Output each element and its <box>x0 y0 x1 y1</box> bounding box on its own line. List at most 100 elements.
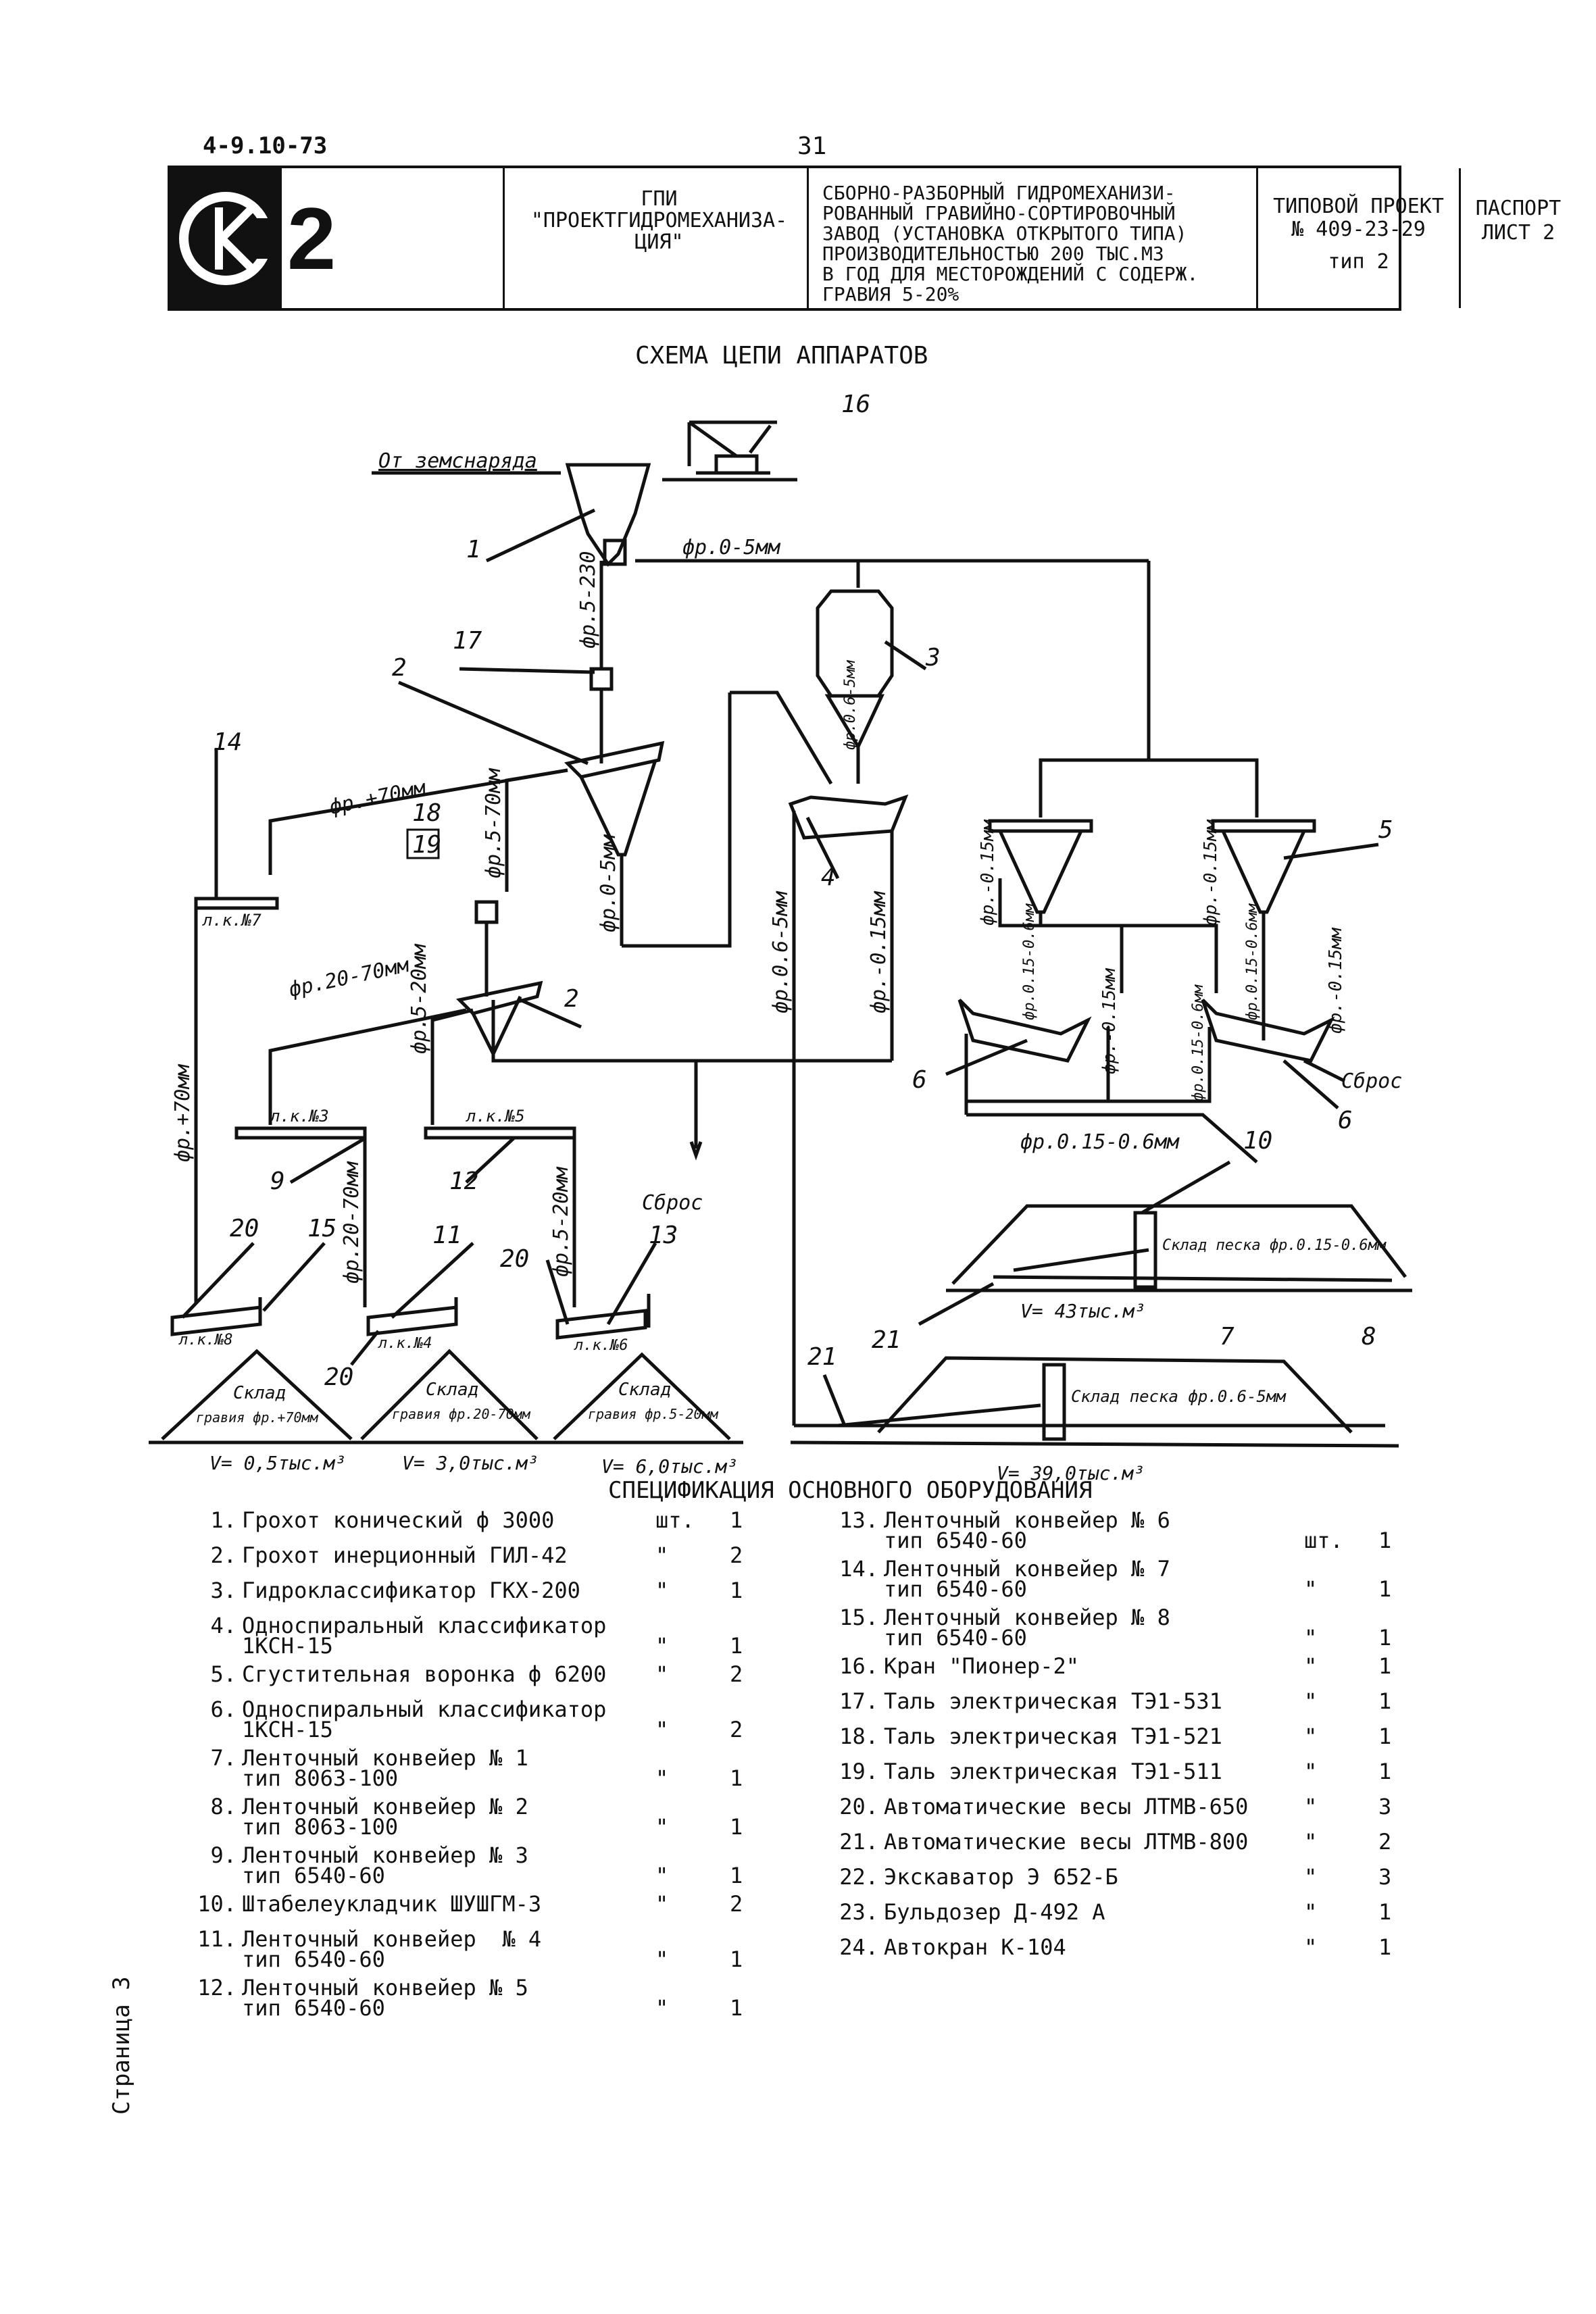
callout-15: 15 <box>307 1215 336 1242</box>
callout-6b: 6 <box>1338 1107 1353 1134</box>
spec-number: 19. <box>839 1759 878 1784</box>
stockpile-label: Склад <box>618 1380 671 1400</box>
spec-qty: 2 <box>1378 1829 1392 1855</box>
spec-number: 4. <box>210 1613 236 1638</box>
conveyor-5 <box>424 1126 576 1140</box>
inertial-screen-2a <box>564 740 665 779</box>
flow-label: фр.0.15-0.6мм <box>1190 984 1207 1101</box>
spec-unit: " <box>1304 1653 1318 1679</box>
spec-name: Ленточный конвейер № 7 тип 6540-60 <box>884 1556 1170 1602</box>
thickener-5b <box>1220 829 1307 914</box>
callout-5: 5 <box>1378 816 1393 844</box>
spec-name: Односпиральный классификатор 1КСН-15 <box>242 1613 607 1659</box>
spec-qty: 1 <box>1378 1934 1392 1960</box>
flow-label: фр.5-230 <box>576 551 600 649</box>
stockpile-label: Склад <box>426 1380 478 1400</box>
page-number: 31 <box>797 132 827 160</box>
spec-qty: 1 <box>730 1633 743 1659</box>
crane-icon <box>687 420 777 475</box>
spec-unit: " <box>1304 1934 1318 1960</box>
discharge-label: Сброс <box>1341 1070 1402 1093</box>
spec-qty: 3 <box>1378 1864 1392 1890</box>
spec-name: Автоматические весы ЛТМВ-650 <box>884 1794 1249 1819</box>
title-line: РОВАННЫЙ ГРАВИЙНО-СОРТИРОВОЧНЫЙ <box>822 202 1176 224</box>
stacker-10b <box>1042 1363 1066 1441</box>
callout-20c: 20 <box>500 1245 529 1273</box>
stockpile-sand-015-06 <box>951 1204 1407 1285</box>
spec-number: 16. <box>839 1653 878 1679</box>
conveyor-label: л.к.№7 <box>202 911 261 930</box>
callout-17: 17 <box>453 627 482 655</box>
spec-qty: 3 <box>1378 1794 1392 1819</box>
stockpile-gravel-20-70 <box>360 1349 539 1440</box>
spec-name: Бульдозер Д-492 А <box>884 1899 1105 1925</box>
spec-number: 10. <box>197 1891 236 1917</box>
ck-logo-icon <box>179 192 273 285</box>
spec-qty: 1 <box>1378 1759 1392 1784</box>
spec-name: Таль электрическая ТЭ1-531 <box>884 1688 1222 1714</box>
spec-unit: " <box>655 1717 669 1742</box>
spec-number: 15. <box>839 1605 878 1630</box>
callout-7: 7 <box>1220 1323 1235 1351</box>
stockpile-label: гравия фр.5-20мм <box>588 1406 719 1422</box>
spec-qty: 1 <box>1378 1625 1392 1651</box>
spec-number: 21. <box>839 1829 878 1855</box>
spec-title: СПЕЦИФИКАЦИЯ ОСНОВНОГО ОБОРУДОВАНИЯ <box>608 1477 1093 1504</box>
flow-label: фр.0.15-0.6мм <box>1021 903 1038 1020</box>
flow-label: фр.+70мм <box>171 1064 195 1162</box>
conveyor-8 <box>170 1305 262 1336</box>
spec-number: 20. <box>839 1794 878 1819</box>
conveyor-label: л.к.№4 <box>378 1335 432 1352</box>
organization-cell: ГПИ "ПРОЕКТГИДРОМЕХАНИЗА- ЦИЯ" <box>505 168 809 308</box>
spec-qty: 1 <box>1378 1724 1392 1749</box>
thickener-5a <box>997 829 1084 914</box>
stockpile-label: гравия фр.20-70мм <box>392 1406 531 1422</box>
callout-11: 11 <box>432 1222 462 1249</box>
callout-4: 4 <box>821 863 836 891</box>
callout-19: 19 <box>412 831 441 859</box>
org-line: ЦИЯ" <box>634 230 684 254</box>
stockpile-volume: V= 39,0тыс.м³ <box>997 1462 1145 1484</box>
flow-label: фр.0.15-0.6мм <box>1244 903 1261 1020</box>
stockpile-label: Склад песка фр.0.6-5мм <box>1071 1387 1287 1406</box>
spec-qty: 2 <box>730 1891 743 1917</box>
flow-label: фр.5-20мм <box>407 944 431 1054</box>
spec-number: 23. <box>839 1899 878 1925</box>
spec-number: 9. <box>210 1842 236 1868</box>
discharge-label: Сброс <box>642 1191 703 1215</box>
spec-qty: 1 <box>730 1578 743 1603</box>
title-block: 2 ГПИ "ПРОЕКТГИДРОМЕХАНИЗА- ЦИЯ" СБОРНО-… <box>168 166 1561 311</box>
spec-number: 6. <box>210 1696 236 1722</box>
spec-unit: " <box>1304 1759 1318 1784</box>
spec-number: 14. <box>839 1556 878 1582</box>
inertial-screen-2b <box>455 980 543 1015</box>
spec-name: Таль электрическая ТЭ1-521 <box>884 1724 1222 1749</box>
flow-label: фр.-0.15мм <box>978 819 998 926</box>
spec-unit: " <box>1304 1794 1318 1819</box>
org-line: "ПРОЕКТГИДРОМЕХАНИЗА- <box>530 209 788 232</box>
document-code: 4-9.10-73 <box>203 132 328 159</box>
classifier-4 <box>788 794 909 840</box>
callout-18: 18 <box>412 799 441 827</box>
spec-name: Грохот инерционный ГИЛ-42 <box>242 1542 568 1568</box>
spec-unit: " <box>1304 1724 1318 1749</box>
pipe-0-5 <box>635 559 860 588</box>
spec-qty: 1 <box>730 1765 743 1791</box>
spec-unit: " <box>1304 1625 1318 1651</box>
spec-name: Ленточный конвейер № 6 тип 6540-60 <box>884 1507 1170 1553</box>
spec-name: Кран "Пионер-2" <box>884 1653 1079 1679</box>
stockpile-volume: V= 6,0тыс.м³ <box>601 1455 738 1478</box>
spec-qty: 1 <box>730 1863 743 1888</box>
spec-name: Ленточный конвейер № 3 тип 6540-60 <box>242 1842 528 1888</box>
spec-qty: 1 <box>1378 1528 1392 1553</box>
title-line: ГРАВИЯ 5-20% <box>822 283 959 305</box>
spec-qty: 2 <box>730 1661 743 1687</box>
spec-qty: 1 <box>730 1814 743 1840</box>
callout-3: 3 <box>925 644 941 672</box>
spec-unit: " <box>655 1863 669 1888</box>
callout-21a: 21 <box>872 1326 901 1354</box>
spec-name: Односпиральный классификатор 1КСН-15 <box>242 1696 607 1742</box>
callout-16: 16 <box>841 391 870 418</box>
